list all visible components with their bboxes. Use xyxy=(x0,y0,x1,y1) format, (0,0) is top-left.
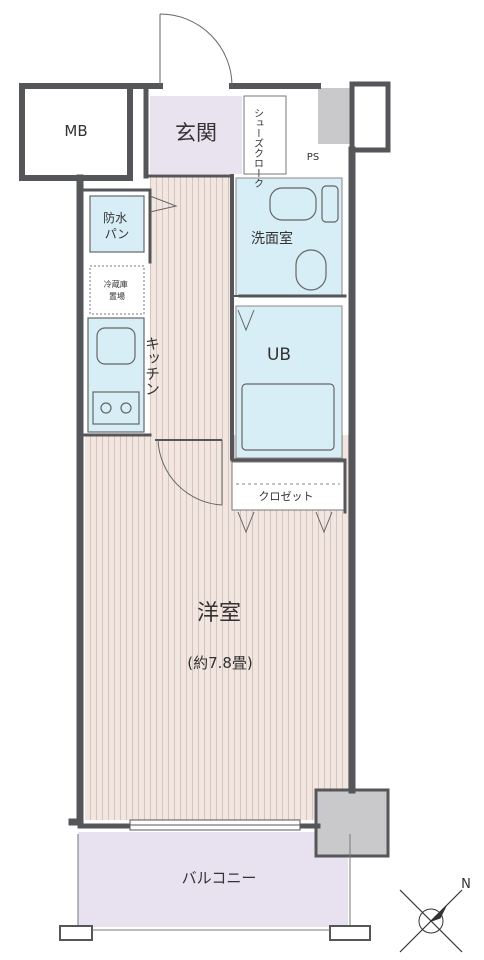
balcony-foot-right xyxy=(329,925,371,941)
waterproof-pan-icon xyxy=(89,195,145,253)
fridge-space-icon xyxy=(89,265,145,315)
genkan-label: 玄関 xyxy=(175,121,217,145)
fridge-label: 冷蔵庫 置場 xyxy=(104,279,131,301)
right-column-top xyxy=(349,81,391,153)
walls xyxy=(68,83,356,829)
mb-box xyxy=(19,83,133,181)
closet-label: クロゼット xyxy=(259,490,314,503)
bathtub-icon xyxy=(241,383,335,451)
waterproof-pan-line2: パン xyxy=(105,227,130,241)
washbasin-icon xyxy=(269,187,317,221)
sink-icon xyxy=(96,327,136,365)
mb-label: MB xyxy=(64,122,87,140)
senmenshitsu-label: 洗面室 xyxy=(251,230,293,247)
fridge-line2: 置場 xyxy=(109,291,125,301)
door-swing-icon xyxy=(237,511,255,534)
door-swing-icon xyxy=(315,511,333,534)
door-swing-icon xyxy=(149,195,178,213)
right-column-bottom xyxy=(314,788,390,858)
toilet-icon xyxy=(295,185,339,291)
waterproof-pan-line1: 防水 xyxy=(103,210,127,225)
door-swing-icon xyxy=(237,309,255,332)
shoes-cloak-area xyxy=(243,95,287,175)
genkan-floor xyxy=(150,96,242,174)
room-door-icon xyxy=(155,439,223,506)
ub-label: UB xyxy=(267,345,291,365)
fridge-line1: 冷蔵庫 xyxy=(104,279,128,289)
shoes-cloak-label: シューズクローク xyxy=(252,108,264,188)
balcony-floor xyxy=(78,832,348,927)
area-label: (約7.8畳) xyxy=(187,654,253,672)
entrance-door-icon xyxy=(159,13,233,87)
compass-north-label: N xyxy=(461,877,471,892)
balcony-label: バルコニー xyxy=(182,869,257,887)
youshitsu-label: 洋室 xyxy=(197,601,241,626)
waterproof-pan-label: 防水 パン xyxy=(103,210,131,241)
kitchen-label: キッチン xyxy=(143,336,161,396)
closet-area xyxy=(231,461,345,511)
compass-icon xyxy=(399,889,463,953)
ps-label: PS xyxy=(307,152,319,163)
stove-icon xyxy=(92,391,140,425)
hallway-floor xyxy=(150,175,230,437)
balcony-foot-left xyxy=(59,925,93,941)
